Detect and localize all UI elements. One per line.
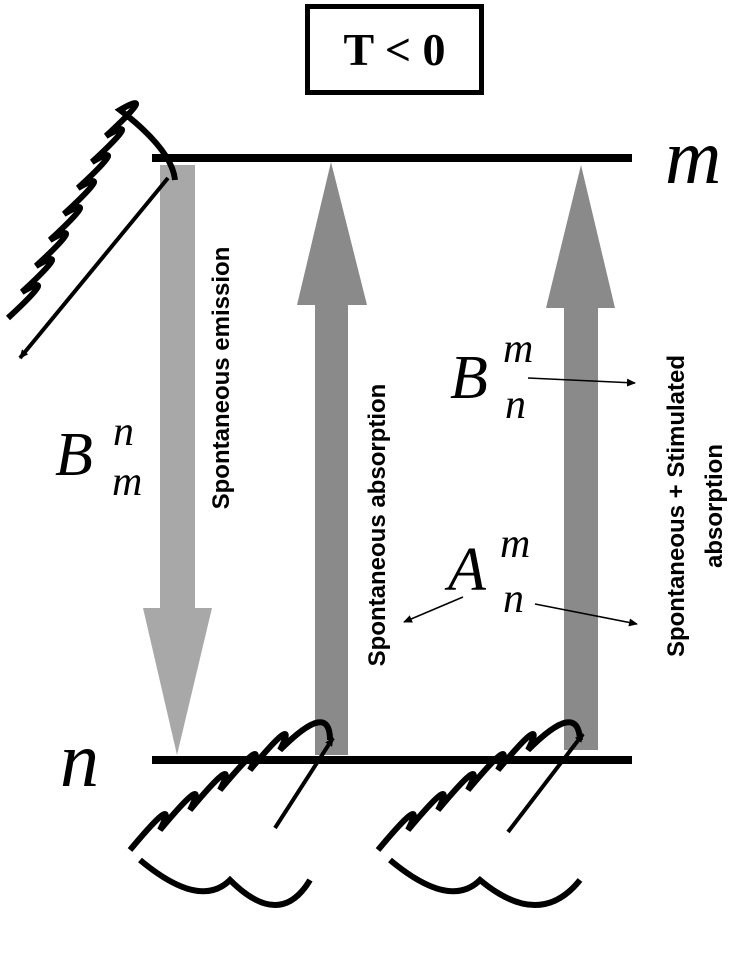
b-absorption-pointer xyxy=(527,377,636,387)
emitted-photon-arrow xyxy=(18,176,170,360)
combined-arrow xyxy=(546,165,615,750)
coef-b-emission-sup: n xyxy=(113,409,134,455)
absorption-label: Spontaneous absorption xyxy=(364,384,391,667)
coef-a-sub: n xyxy=(503,576,524,622)
a-pointer-right xyxy=(534,603,638,627)
absorbed-photon-wave-1 xyxy=(127,719,333,908)
coef-b-absorption-sub: n xyxy=(505,382,526,428)
combined-label-line1: Spontaneous + Stimulated xyxy=(663,355,690,657)
upper-level-label: m xyxy=(665,113,721,200)
title-text: T < 0 xyxy=(343,24,446,75)
coef-b-emission-base: B xyxy=(55,421,93,489)
emission-arrow xyxy=(143,165,212,755)
absorption-arrow xyxy=(297,162,367,755)
coef-a-base: A xyxy=(444,536,487,604)
emission-label: Spontaneous emission xyxy=(208,247,235,510)
lower-level-label: n xyxy=(60,716,99,803)
absorbed-photon-arrow-2 xyxy=(506,732,585,834)
combined-label-line2: absorption xyxy=(701,444,728,568)
absorbed-photon-arrow-1 xyxy=(273,736,335,830)
title-box: T < 0 xyxy=(305,4,484,95)
coef-b-absorption-base: B xyxy=(450,344,488,412)
coef-b-emission-sub: m xyxy=(112,459,142,505)
a-pointer-left xyxy=(403,596,464,623)
coef-b-absorption-sup: m xyxy=(503,326,533,372)
absorbed-photon-wave-2 xyxy=(375,719,583,908)
coef-a-sup: m xyxy=(500,521,530,567)
emitted-photon-wave xyxy=(5,100,178,321)
